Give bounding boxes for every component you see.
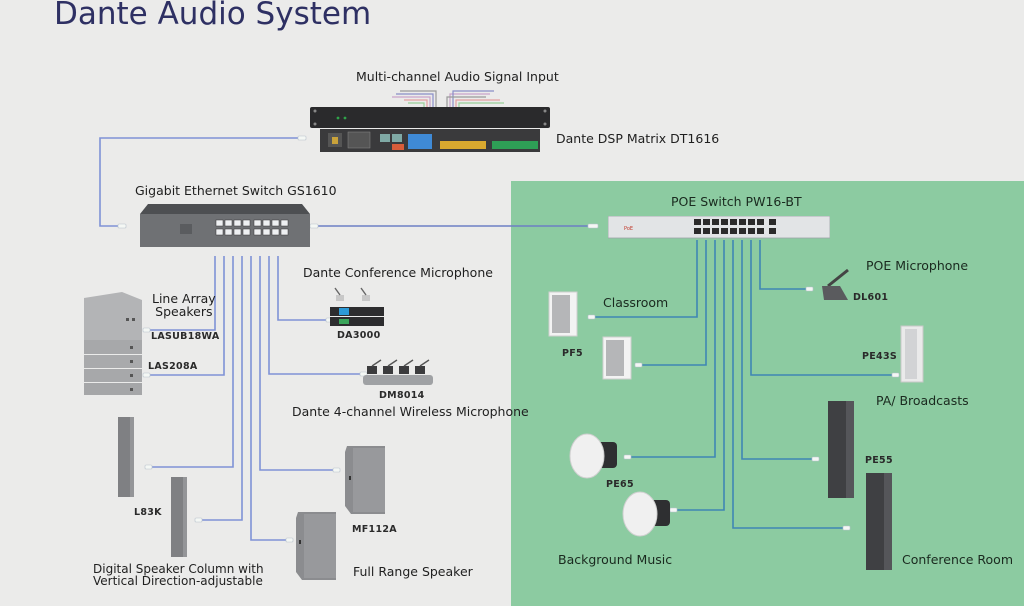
wire-to-pe55-a [741, 240, 818, 460]
wire-to-lasub18wa [148, 256, 216, 331]
wire-to-da3000 [277, 256, 330, 321]
line-array-label-line1: Line Array [152, 291, 216, 306]
speaker-column-label-line2: Vertical Direction-adjustable [93, 574, 263, 588]
wireless-mic-device [363, 359, 433, 385]
poe-mic-label: POE Microphone [866, 258, 969, 273]
conference-mic-label: Dante Conference Microphone [303, 265, 493, 280]
poe-mic-device [822, 268, 849, 300]
speaker-pe55-b [866, 473, 892, 570]
wire-to-l83k [150, 256, 234, 468]
model-las208a: LAS208A [148, 361, 198, 372]
gigabit-switch-device[interactable] [140, 204, 310, 248]
ceiling-speaker-pe65-a [569, 433, 617, 479]
wireless-mic-label: Dante 4-channel Wireless Microphone [292, 404, 529, 419]
classroom-label: Classroom [603, 295, 669, 310]
page-title: Dante Audio System [54, 0, 372, 32]
line-array-speakers-icon [84, 292, 142, 395]
audio-input-label: Multi-channel Audio Signal Input [356, 69, 559, 84]
speaker-pe55-a [828, 401, 854, 498]
model-l83k: L83K [134, 507, 162, 518]
wire-to-dl601 [759, 240, 810, 290]
speaker-pf5-b [602, 336, 632, 380]
speaker-column-l83k-b [171, 477, 187, 557]
background-music-label: Background Music [558, 552, 673, 567]
model-lasub18wa: LASUB18WA [151, 331, 220, 342]
pa-broadcasts-label: PA/ Broadcasts [876, 393, 969, 408]
wire-to-las208a [148, 256, 225, 376]
speaker-column-label-line1: Digital Speaker Column with [93, 562, 264, 576]
wire-to-mf112a-2 [250, 256, 290, 541]
wire-to-pe43s [750, 240, 897, 376]
speaker-pe43s [900, 325, 924, 383]
model-pf5: PF5 [562, 348, 583, 359]
conference-room-label: Conference Room [902, 552, 1013, 567]
wire-to-pe55-b [732, 240, 848, 529]
wire-dsp-to-gs1610 [99, 137, 304, 227]
wire-to-pf5-a [595, 240, 698, 318]
full-range-label: Full Range Speaker [353, 564, 473, 579]
ceiling-speaker-pe65-b [622, 491, 670, 537]
model-pe55: PE55 [865, 455, 893, 466]
speaker-pf5-a [548, 291, 578, 337]
conference-mic-device [330, 287, 384, 326]
model-dm8014: DM8014 [379, 390, 425, 401]
wire-to-dm8014 [268, 256, 362, 375]
model-da3000: DA3000 [337, 330, 381, 341]
model-dl601: DL601 [853, 292, 889, 303]
poe-switch-device[interactable]: PoE [608, 216, 830, 240]
speaker-column-label: Digital Speaker Column with Vertical Dir… [93, 563, 264, 587]
wire-to-l83k-2 [200, 256, 243, 521]
model-pe43s: PE43S [862, 351, 898, 362]
wire-to-pe65-a [630, 240, 716, 458]
wire-to-pe65-b [675, 240, 725, 511]
poe-zone [511, 181, 1024, 606]
dsp-matrix-device [310, 107, 550, 152]
full-range-speaker-b [296, 512, 336, 580]
line-array-label-line2: Speakers [155, 304, 213, 320]
full-range-speaker-a [345, 446, 385, 514]
line-array-label: Line Array Speakers [152, 292, 216, 318]
svg-text:PoE: PoE [624, 226, 633, 232]
dsp-matrix-label: Dante DSP Matrix DT1616 [556, 131, 720, 146]
model-pe65: PE65 [606, 479, 634, 490]
speaker-column-l83k-a [118, 417, 134, 497]
wire-to-mf112a [259, 256, 336, 471]
wire-to-pf5-b [640, 240, 707, 366]
audio-input-cables [392, 90, 504, 108]
model-mf112a: MF112A [352, 524, 397, 535]
pw16-label: POE Switch PW16-BT [671, 194, 802, 209]
gs1610-label: Gigabit Ethernet Switch GS1610 [135, 183, 337, 198]
